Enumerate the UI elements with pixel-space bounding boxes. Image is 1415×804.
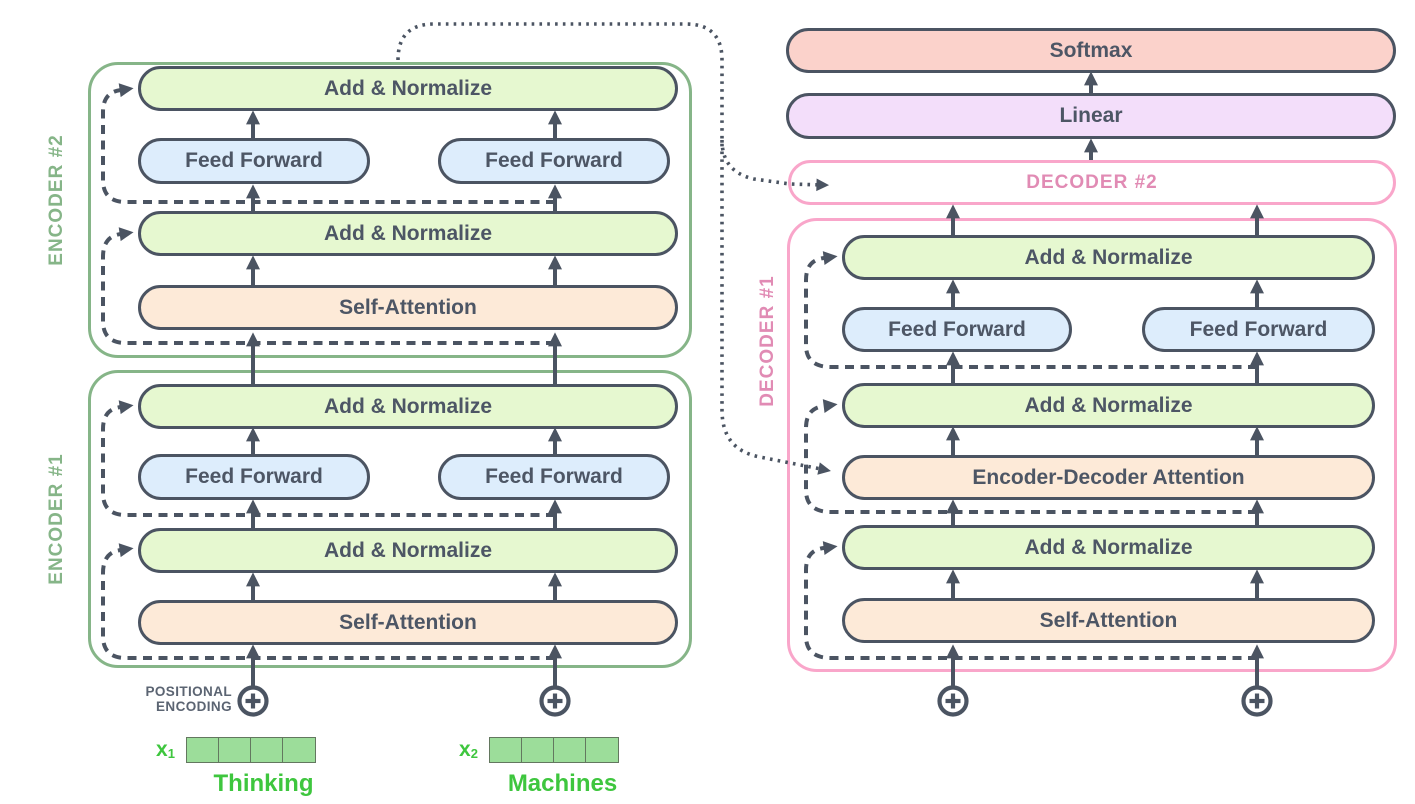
encoder1-feed-forward-left: Feed Forward xyxy=(138,454,370,500)
encoder1-add-normalize-mid: Add & Normalize xyxy=(138,528,678,573)
positional-encoding-line2: ENCODING xyxy=(156,699,232,715)
encoder2-feed-forward-right: Feed Forward xyxy=(438,138,670,184)
linear-pill: Linear xyxy=(786,93,1396,139)
encoder1-self-attention: Self-Attention xyxy=(138,600,678,645)
decoder1-self-attention: Self-Attention xyxy=(842,598,1375,643)
encoder1-feed-forward-right: Feed Forward xyxy=(438,454,670,500)
decoder1-feed-forward-left: Feed Forward xyxy=(842,307,1072,352)
positional-encoding-label: POSITIONAL ENCODING xyxy=(100,684,232,714)
encoder2-feed-forward-left: Feed Forward xyxy=(138,138,370,184)
circle-plus-icon xyxy=(539,685,571,717)
softmax-pill: Softmax xyxy=(786,28,1396,73)
encoder1-add-normalize-top: Add & Normalize xyxy=(138,384,678,429)
embedding-cell xyxy=(250,737,284,763)
encoder1-box xyxy=(88,370,692,668)
x2-embedding-vector xyxy=(489,737,619,763)
x1-label: x1 xyxy=(156,738,175,762)
embedding-cell xyxy=(489,737,523,763)
encoder1-label: ENCODER #1 xyxy=(46,453,67,585)
circle-plus-icon xyxy=(237,685,269,717)
word-machines: Machines xyxy=(507,770,618,797)
decoder2-pill: DECODER #2 xyxy=(788,160,1396,205)
decoder1-add-normalize-bottom: Add & Normalize xyxy=(842,525,1375,570)
decoder1-feed-forward-right: Feed Forward xyxy=(1142,307,1375,352)
embedding-cell xyxy=(186,737,220,763)
word-thinking: Thinking xyxy=(213,770,314,797)
embedding-cell xyxy=(282,737,316,763)
circle-plus-icon xyxy=(1241,685,1273,717)
decoder1-add-normalize-mid: Add & Normalize xyxy=(842,383,1375,428)
embedding-cell xyxy=(553,737,587,763)
x1-embedding-vector xyxy=(186,737,316,763)
embedding-cell xyxy=(218,737,252,763)
encoder2-add-normalize-top: Add & Normalize xyxy=(138,66,678,111)
embedding-cell xyxy=(585,737,619,763)
encoder2-label: ENCODER #2 xyxy=(46,134,67,266)
encoder2-self-attention: Self-Attention xyxy=(138,285,678,330)
embedding-cell xyxy=(521,737,555,763)
decoder1-add-normalize-top: Add & Normalize xyxy=(842,235,1375,280)
encoder2-add-normalize-mid: Add & Normalize xyxy=(138,211,678,256)
circle-plus-icons xyxy=(237,685,1273,717)
circle-plus-icon xyxy=(937,685,969,717)
x2-label: x2 xyxy=(459,738,478,762)
decoder1-encoder-decoder-attention: Encoder-Decoder Attention xyxy=(842,455,1375,500)
decoder1-label: DECODER #1 xyxy=(757,275,778,407)
positional-encoding-line1: POSITIONAL xyxy=(145,684,232,699)
